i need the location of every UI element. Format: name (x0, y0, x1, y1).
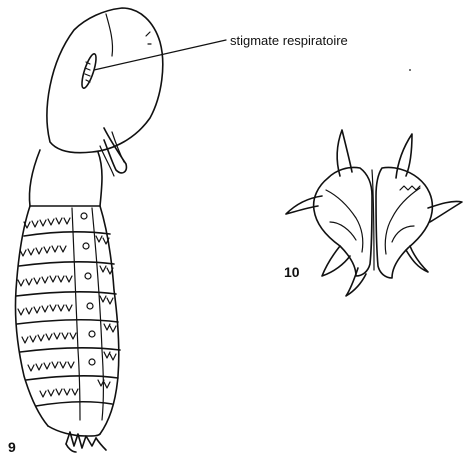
plate-fold (385, 188, 420, 254)
abdominal-pore (87, 303, 93, 309)
plate-left-lobe (314, 167, 372, 276)
plate-fold (330, 222, 356, 240)
ventral-column-left (72, 208, 80, 420)
plate-fold (392, 226, 414, 242)
abdominal-pore (89, 331, 95, 337)
segment-line (26, 376, 118, 380)
terminal-spines (66, 432, 96, 448)
plate-crenellation (400, 186, 420, 190)
stigma-respiratory (79, 52, 99, 89)
figure-9-number: 9 (8, 439, 16, 455)
segment-line (36, 402, 112, 406)
abdomen-left-outline (15, 206, 48, 426)
segment-line (17, 320, 118, 324)
plate-fold (326, 190, 363, 252)
segment-line (19, 262, 114, 266)
abdominal-pore (89, 359, 95, 365)
setae-rows (18, 218, 116, 397)
abdominal-pore (81, 213, 87, 219)
abdominal-pore (85, 273, 91, 279)
speck (409, 69, 411, 71)
figure-9-larva: stigmate respiratoire 9 (8, 8, 348, 455)
larva-thorax (29, 150, 102, 206)
figure-10-structure: 10 (284, 130, 462, 296)
horn-side-left (286, 196, 322, 214)
larva-mandible (104, 128, 126, 173)
segment-line (16, 292, 116, 296)
segment-line (24, 232, 110, 236)
horn-upper-right (396, 134, 412, 178)
terminal-segment (48, 426, 100, 436)
eye-mark (146, 32, 151, 44)
horn-lower-left (322, 246, 350, 276)
stigma-callout-label: stigmate respiratoire (230, 33, 348, 48)
segment-line (20, 348, 120, 352)
figure-10-number: 10 (284, 264, 300, 280)
horn-bottom (346, 268, 366, 296)
abdominal-pore (83, 243, 89, 249)
head-ridge (106, 14, 113, 56)
plate-right-lobe (376, 167, 432, 278)
horn-lower-right (406, 246, 428, 272)
